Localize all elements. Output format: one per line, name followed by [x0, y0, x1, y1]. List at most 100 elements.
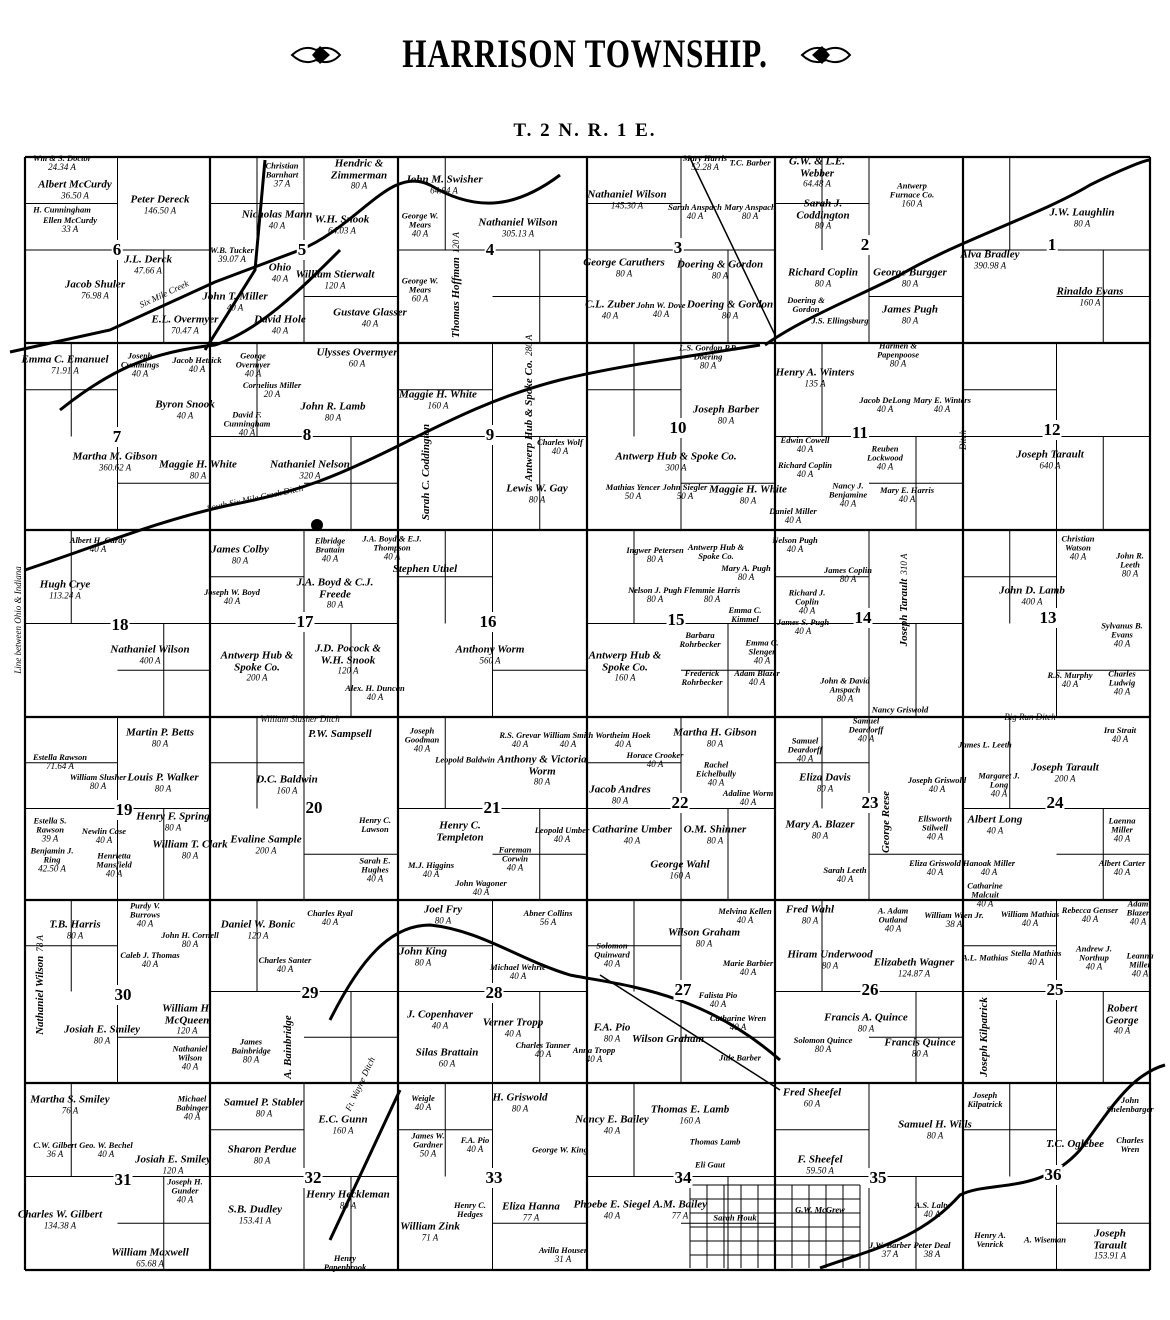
parcel-acreage: 120 A: [176, 1025, 198, 1036]
section-number: 8: [301, 425, 313, 445]
owner-name: Joseph Tarault: [898, 578, 911, 647]
owner-name: George W. King: [532, 1144, 588, 1155]
parcel-acreage: 40 A: [986, 825, 1004, 836]
parcel-acreage: 310 A: [899, 553, 910, 575]
owner-name: Maggie H. White: [159, 458, 237, 471]
owner-name: Ellen McCurdy: [42, 214, 98, 225]
parcel-acreage: 40 A: [798, 605, 816, 616]
parcel-acreage: 40 A: [739, 796, 757, 807]
parcel-acreage: 40 A: [136, 918, 154, 929]
owner-name: Anthony & Victoria Worm: [497, 753, 587, 778]
parcel-acreage: 40 A: [729, 1021, 747, 1032]
parcel-acreage: 60 A: [411, 293, 429, 304]
parcel-acreage: 80 A: [901, 278, 919, 289]
owner-name: Geo. W. Bechel: [79, 1139, 133, 1150]
owner-name: Thomas Hoffman: [450, 257, 463, 338]
owner-name: Rebecca Genser: [1061, 904, 1119, 915]
owner-parcel-label: A.L. Mathias: [962, 953, 1008, 963]
owner-name: George Overmyer: [235, 350, 271, 370]
parcel-acreage: 60 A: [348, 358, 366, 369]
parcel-acreage: 80 A: [414, 957, 432, 968]
owner-parcel-label: Frederick Rohrbecker: [672, 669, 732, 687]
owner-name: Jule Barber: [719, 1052, 761, 1063]
section-number: 33: [484, 1168, 504, 1188]
section-number: 5: [296, 240, 308, 260]
owner-name: Ellsworth Stilwell: [917, 813, 953, 833]
owner-name: Estella S. Rawson: [33, 815, 67, 835]
parcel-acreage: 31 A: [554, 1253, 572, 1264]
owner-name: Joseph Tarault: [1093, 1227, 1127, 1252]
parcel-acreage: 33 A: [61, 223, 79, 234]
parcel-acreage: 40 A: [534, 1048, 552, 1059]
owner-name: William T. Clark: [152, 838, 228, 851]
parcel-acreage: 40 A: [796, 443, 814, 454]
owner-name: G.W. McGrew: [795, 1204, 845, 1215]
parcel-acreage: 24.34 A: [48, 161, 76, 172]
owner-name: Martha M. Gibson: [72, 450, 158, 463]
parcel-acreage: 40 A: [411, 228, 429, 239]
parcel-acreage: 160 A: [427, 400, 449, 411]
owner-parcel-label: Joseph Kilpatrick: [978, 993, 991, 1077]
parcel-acreage: 80 A: [511, 1103, 529, 1114]
owner-name: Joel Fry: [423, 903, 463, 916]
parcel-acreage: 40 A: [506, 862, 524, 873]
owner-name: James Coplin: [824, 564, 872, 575]
parcel-acreage: 39 A: [41, 833, 59, 844]
parcel-acreage: 40 A: [976, 898, 994, 909]
owner-name: Robert George: [1105, 1002, 1139, 1027]
owner-name: F.A. Pio: [460, 1134, 490, 1145]
owner-name: Henrietta Mansfield: [96, 850, 132, 870]
parcel-acreage: 80 A: [706, 738, 724, 749]
owner-name: J.A. Boyd & C.J. Freede: [296, 576, 374, 601]
parcel-acreage: 40 A: [836, 873, 854, 884]
owner-name: Francis A. Quince: [824, 1011, 908, 1024]
parcel-acreage: 40 A: [748, 676, 766, 687]
map-title: HARRISON TOWNSHIP.: [402, 31, 768, 76]
owner-name: Eliza Davis: [799, 771, 851, 784]
parcel-acreage: 120 A: [247, 930, 269, 941]
owner-name: William Maxwell: [111, 1246, 189, 1259]
owner-name: Melvina Kellen: [718, 905, 772, 916]
parcel-boundaries: [25, 157, 1150, 1270]
parcel-acreage: 80 A: [350, 180, 368, 191]
maumee-river: [819, 1063, 1166, 1270]
owner-name: John Siegler: [662, 481, 708, 492]
parcel-acreage: 40 A: [709, 998, 727, 1009]
map-feature-label: Big Run Ditch: [1004, 712, 1056, 722]
owner-name: Estella Rawson: [32, 751, 88, 762]
parcel-acreage: 80 A: [699, 360, 717, 371]
owner-name: Wm & S. Doctor: [32, 152, 92, 163]
owner-parcel-label: T.C. Oglebee: [1046, 1138, 1104, 1151]
owner-name: John R. Leeth: [1116, 550, 1144, 570]
owner-name: Purdy V. Burrows: [129, 900, 161, 920]
owner-name: Mary A. Pugh: [721, 562, 771, 573]
parcel-acreage: 40 A: [926, 831, 944, 842]
parcel-acreage: 40 A: [1113, 833, 1131, 844]
owner-name: Samuel Deardorff: [848, 715, 884, 735]
section-number: 13: [1038, 608, 1058, 628]
owner-name: Martha H. Gibson: [673, 726, 757, 739]
